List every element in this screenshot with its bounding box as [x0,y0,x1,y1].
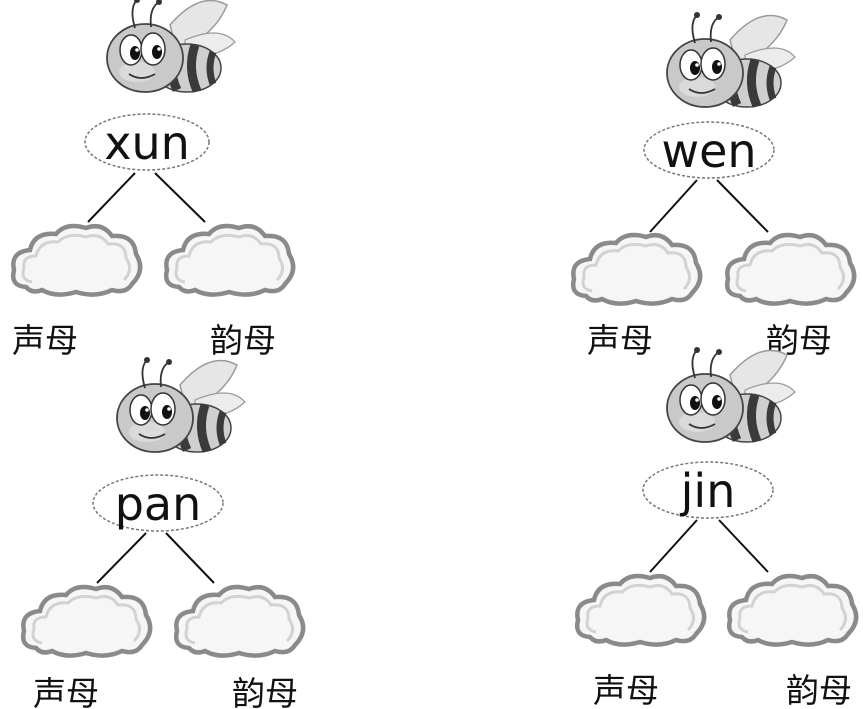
syllable-bubble [643,121,775,179]
syllable-text: wen [661,124,756,178]
branch-line-right [718,519,769,573]
branch-line-left [649,179,698,233]
syllable-group-pan: pan 声母 韵母 [23,357,303,709]
syllable-text: xun [104,116,190,170]
branch-line-right [716,179,769,233]
bee-icon [667,12,795,107]
initial-answer-cloud[interactable] [13,226,140,295]
syllable-bubble [92,474,224,532]
bee-icon [117,357,245,452]
syllable-group-wen: wen 声母 韵母 [573,12,854,360]
final-answer-cloud[interactable] [729,576,856,645]
initial-answer-cloud[interactable] [573,235,700,304]
branch-line-right [154,172,206,223]
final-answer-cloud[interactable] [166,226,293,295]
initial-label: 声母 [12,321,78,360]
branch-line-left [87,172,136,223]
final-label: 韵母 [210,321,276,360]
bee-icon [107,0,235,92]
initial-answer-cloud[interactable] [577,576,704,645]
syllable-text: pan [115,477,202,531]
final-answer-cloud[interactable] [176,587,303,656]
initial-label: 声母 [593,671,659,709]
branch-line-left [96,532,147,584]
initial-label: 声母 [587,321,653,360]
syllable-group-jin: jin 声母 韵母 [577,347,856,709]
initial-answer-cloud[interactable] [23,587,150,656]
branch-line-right [165,532,215,584]
syllable-bubble [84,113,210,171]
final-label: 韵母 [232,674,298,709]
bee-icon [667,347,795,442]
syllable-bubble [642,461,774,519]
initial-label: 声母 [33,674,99,709]
final-answer-cloud[interactable] [727,235,854,304]
syllable-text: jin [680,464,736,518]
syllable-group-xun: xun 声母 韵母 [12,0,293,360]
branch-line-left [649,519,698,573]
final-label: 韵母 [786,671,852,709]
